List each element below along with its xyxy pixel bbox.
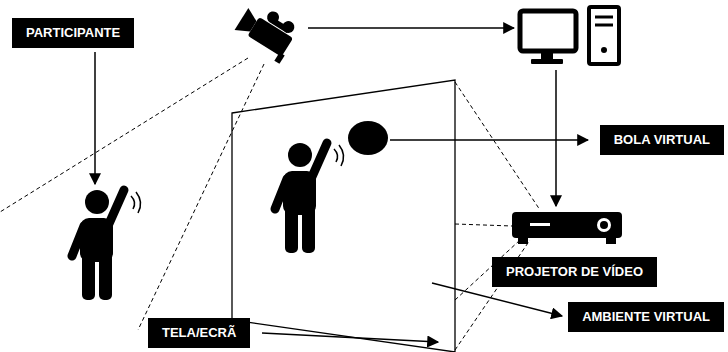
projection-line xyxy=(455,224,512,226)
screen-outline xyxy=(232,80,455,352)
leader-arrow xyxy=(262,333,438,342)
label-text: TELA/ECRÃ xyxy=(162,325,236,341)
projection-line xyxy=(455,82,540,210)
label-text: AMBIENTE VIRTUAL xyxy=(582,309,710,325)
label-box: AMBIENTE VIRTUAL xyxy=(568,302,724,332)
virtual-ball xyxy=(348,121,388,155)
label-box: PARTICIPANTE xyxy=(12,18,134,48)
label-box: TELA/ECRÃ xyxy=(148,318,250,348)
signal-arrow xyxy=(555,70,557,206)
leader-arrow xyxy=(390,139,588,141)
leader-arrow xyxy=(432,283,562,316)
signal-arrow xyxy=(308,27,514,29)
computer-icon xyxy=(520,7,619,64)
label-box: PROJETOR DE VÍDEO xyxy=(492,257,657,287)
leader-arrow xyxy=(94,52,96,184)
label-text: PROJETOR DE VÍDEO xyxy=(506,264,643,280)
label-box: BOLA VIRTUAL xyxy=(600,125,724,155)
projector-icon xyxy=(512,212,622,244)
virtual-figure xyxy=(275,143,344,253)
label-text: BOLA VIRTUAL xyxy=(614,132,710,148)
camera-view-line xyxy=(138,64,264,330)
label-text: PARTICIPANTE xyxy=(26,25,120,41)
camera-icon xyxy=(232,0,302,64)
participant-figure xyxy=(72,190,141,300)
